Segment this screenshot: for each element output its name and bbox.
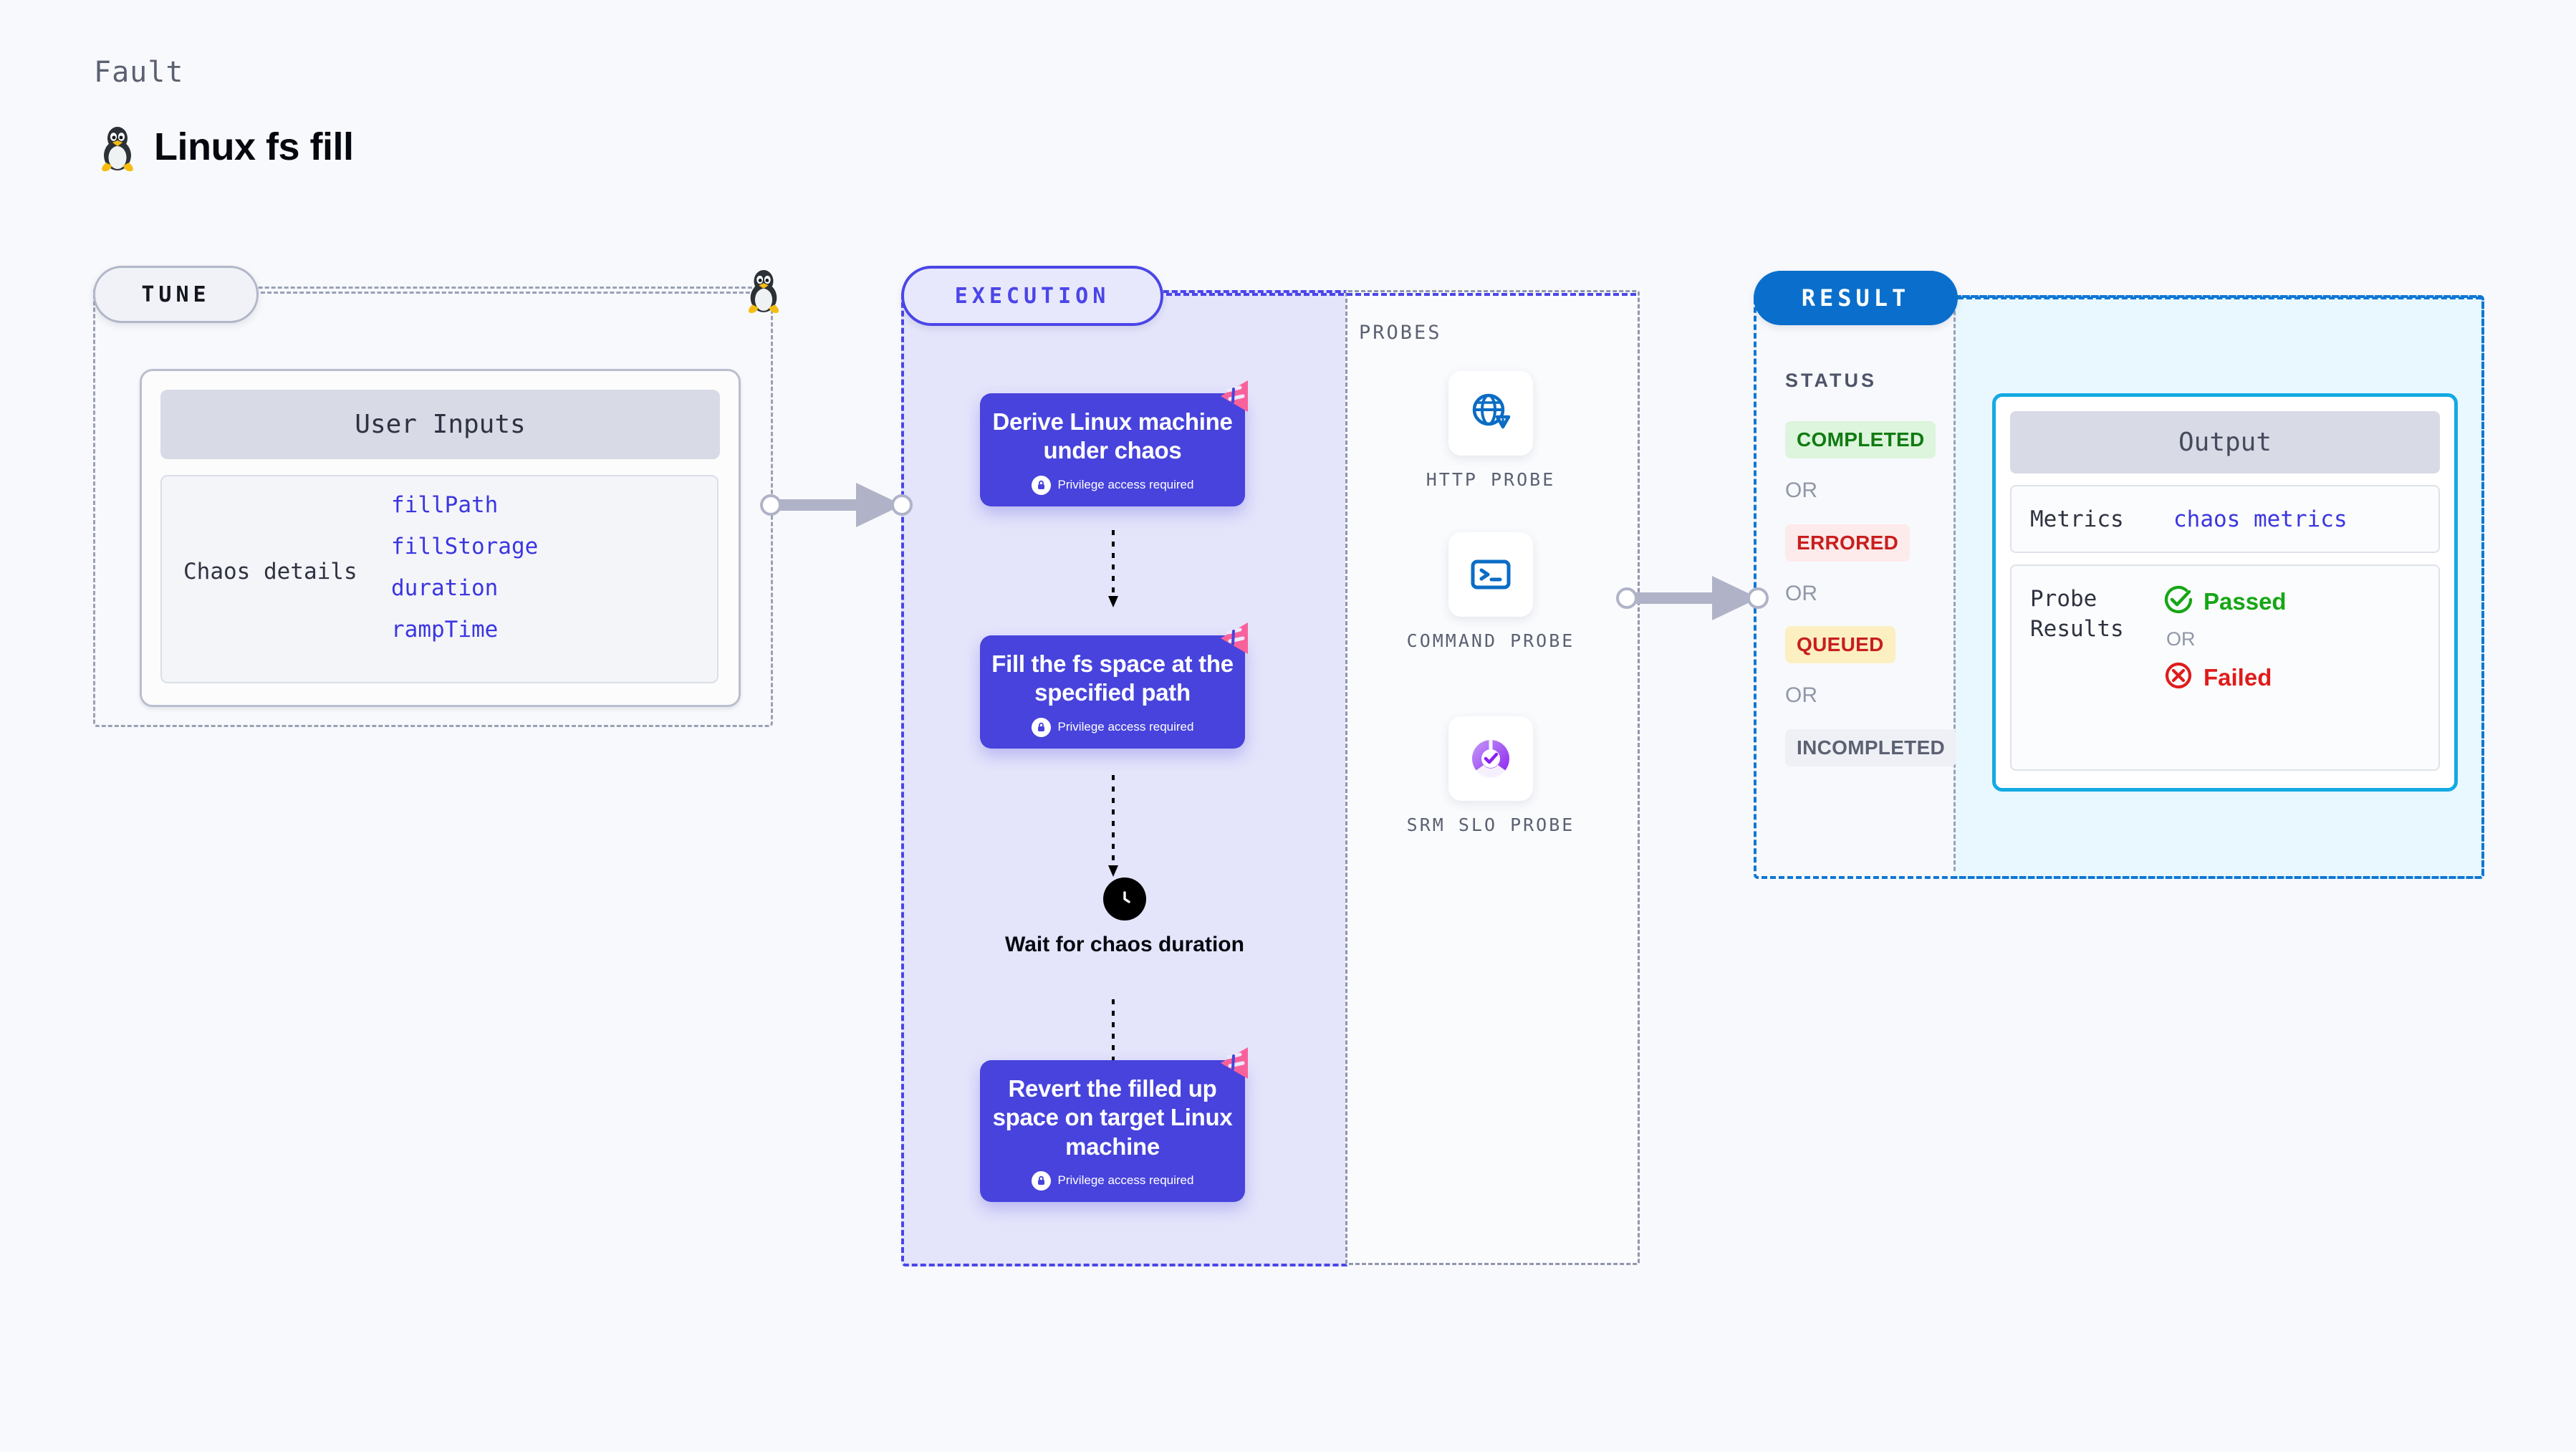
lock-icon: [1031, 717, 1051, 737]
lock-icon: [1031, 1170, 1051, 1191]
or-label: OR: [1785, 582, 1817, 605]
fault-label: Fault: [94, 56, 184, 89]
status-badge-errored: ERRORED: [1785, 524, 1911, 562]
probe-item-command[interactable]: COMMAND PROBE: [1401, 532, 1580, 653]
execution-dashed-connector: [1158, 293, 1636, 296]
or-label: OR: [2166, 628, 2196, 650]
execution-step-title: Derive Linux machine under chaos: [992, 408, 1233, 464]
step-arrow-1: [1108, 530, 1118, 607]
chaos-details-label: Chaos details: [183, 559, 357, 585]
execution-step-card[interactable]: Fill the fs space at the specified path …: [980, 622, 1248, 749]
probe-caption: HTTP PROBE: [1426, 469, 1556, 490]
srm-slo-check-icon: [1448, 716, 1533, 801]
privilege-note-text: Privilege access required: [1057, 720, 1194, 734]
probe-caption: COMMAND PROBE: [1406, 630, 1575, 651]
linux-penguin-icon: [744, 265, 784, 317]
or-label: OR: [1785, 683, 1817, 707]
probe-item-http[interactable]: HTTP PROBE: [1401, 371, 1580, 492]
chaos-param-ramptime: rampTime: [391, 617, 499, 643]
result-dashed-connector: [1958, 297, 2481, 299]
chaos-details-values: fillPath fillStorage duration rampTime: [391, 492, 538, 643]
passed-label: Passed: [2203, 587, 2287, 615]
tune-pill[interactable]: TUNE: [93, 266, 259, 323]
chaos-param-fillpath: fillPath: [391, 492, 499, 518]
probes-section-label: PROBES: [1359, 322, 1442, 344]
connector-probes-to-result: [1616, 576, 1769, 620]
terminal-icon: [1448, 532, 1533, 617]
wait-node-label: Wait for chaos duration: [1005, 933, 1244, 956]
probe-results-row: Probe Results Passed OR: [2010, 564, 2440, 771]
connector-tune-to-execution: [760, 483, 913, 527]
chaos-triangle-icon: [1221, 380, 1248, 412]
privilege-note-text: Privilege access required: [1057, 1173, 1194, 1188]
probe-results-key: Probe Results: [2030, 586, 2124, 642]
output-card: Output Metrics chaos metrics Probe Resul…: [1992, 393, 2458, 792]
chaos-triangle-icon: [1221, 622, 1248, 654]
privilege-note-text: Privilege access required: [1057, 478, 1194, 491]
status-badge-queued: QUEUED: [1785, 626, 1895, 663]
probe-result-failed: Failed: [2163, 660, 2287, 694]
probe-results-values: Passed OR Failed: [2163, 585, 2287, 751]
x-circle-icon: [2163, 660, 2193, 694]
chaos-param-fillstorage: fillStorage: [391, 534, 539, 559]
step-arrow-2: [1108, 775, 1118, 877]
execution-pill[interactable]: EXECUTION: [901, 266, 1163, 326]
status-badge-incompleted: INCOMPLETED: [1785, 729, 1957, 766]
user-inputs-header: User Inputs: [160, 390, 720, 459]
privilege-note: Privilege access required: [990, 475, 1235, 495]
execution-step-title: Fill the fs space at the specified path: [991, 650, 1234, 706]
privilege-note: Privilege access required: [990, 717, 1235, 737]
check-circle-icon: [2163, 585, 2193, 618]
tune-dashed-connector: [254, 292, 763, 294]
lock-icon: [1031, 475, 1051, 495]
probe-caption: SRM SLO PROBE: [1406, 814, 1575, 835]
page-title: Linux fs fill: [154, 125, 354, 168]
chaos-details-box: Chaos details fillPath fillStorage durat…: [160, 475, 719, 683]
status-badge-completed: COMPLETED: [1785, 421, 1936, 458]
probe-item-srm-slo[interactable]: SRM SLO PROBE: [1401, 716, 1580, 837]
metrics-value: chaos metrics: [2173, 506, 2347, 532]
metrics-row: Metrics chaos metrics: [2010, 485, 2440, 553]
execution-step-card[interactable]: Revert the filled up space on target Lin…: [980, 1047, 1248, 1202]
or-label: OR: [1785, 479, 1817, 502]
clock-icon: [1103, 878, 1146, 920]
linux-penguin-icon: [97, 122, 138, 172]
probe-result-passed: Passed: [2163, 585, 2287, 618]
failed-label: Failed: [2203, 663, 2272, 691]
output-header: Output: [2010, 411, 2440, 473]
status-label: STATUS: [1785, 370, 1877, 391]
execution-step-card[interactable]: Derive Linux machine under chaos Privile…: [980, 380, 1248, 506]
user-inputs-card: User Inputs Chaos details fillPath fillS…: [140, 369, 741, 707]
execution-step-title: Revert the filled up space on target Lin…: [992, 1075, 1233, 1160]
chaos-param-duration: duration: [391, 575, 499, 601]
chaos-triangle-icon: [1221, 1047, 1248, 1079]
result-pill[interactable]: RESULT: [1754, 271, 1958, 325]
result-inner-divider: [1953, 298, 1956, 871]
globe-warning-icon: [1448, 371, 1533, 456]
privilege-note: Privilege access required: [990, 1170, 1235, 1191]
fault-title-row: Linux fs fill: [97, 122, 354, 172]
metrics-key: Metrics: [2030, 506, 2124, 532]
